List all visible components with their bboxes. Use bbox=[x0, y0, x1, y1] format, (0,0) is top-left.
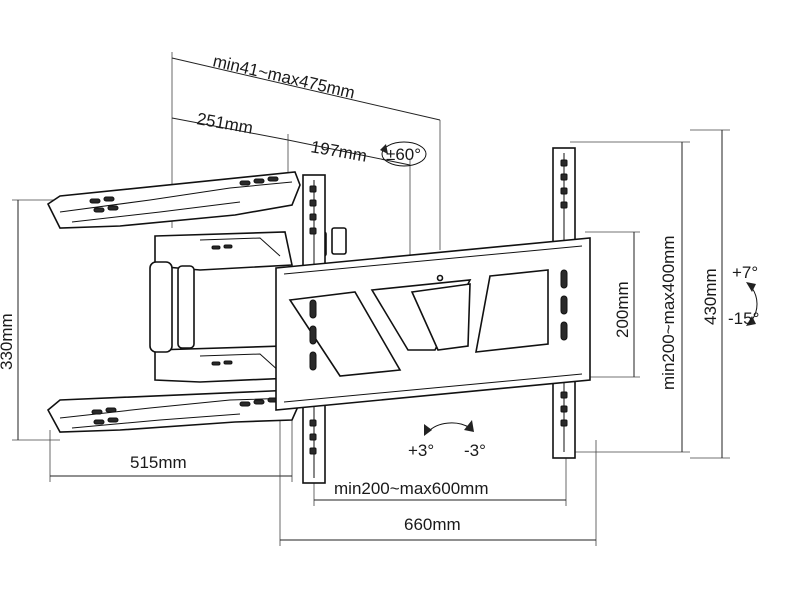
width-total-label: 660mm bbox=[404, 515, 461, 534]
tv-bracket bbox=[275, 147, 591, 484]
tilt-arrow-icon bbox=[746, 282, 758, 326]
arm-short-label: 197mm bbox=[309, 137, 368, 166]
vesa-vertical-range-label: min200~max400mm bbox=[659, 236, 678, 391]
swivel-arrow-icon bbox=[380, 141, 427, 167]
rotation-arrow-icon bbox=[424, 420, 474, 436]
left-rail-holes bbox=[309, 185, 317, 455]
width-left-label: 515mm bbox=[130, 453, 187, 472]
rotate-left-label: +3° bbox=[408, 441, 434, 460]
vesa-horizontal-range-label: min200~max600mm bbox=[334, 479, 489, 498]
right-rail-holes bbox=[560, 159, 568, 427]
arm-length-label: 251mm bbox=[195, 109, 254, 138]
swivel-label: ±60° bbox=[386, 145, 421, 164]
vesa-vertical-label: 200mm bbox=[613, 281, 632, 338]
height-left-label: 330mm bbox=[0, 313, 16, 370]
tilt-down-label: -15° bbox=[728, 309, 759, 328]
dimension-lines bbox=[12, 52, 730, 546]
height-right-label: 430mm bbox=[701, 268, 720, 325]
wall-plate-and-arms bbox=[46, 171, 347, 433]
rotate-right-label: -3° bbox=[464, 441, 486, 460]
tilt-up-label: +7° bbox=[732, 263, 758, 282]
depth-range-label: min41~max475mm bbox=[211, 51, 357, 102]
